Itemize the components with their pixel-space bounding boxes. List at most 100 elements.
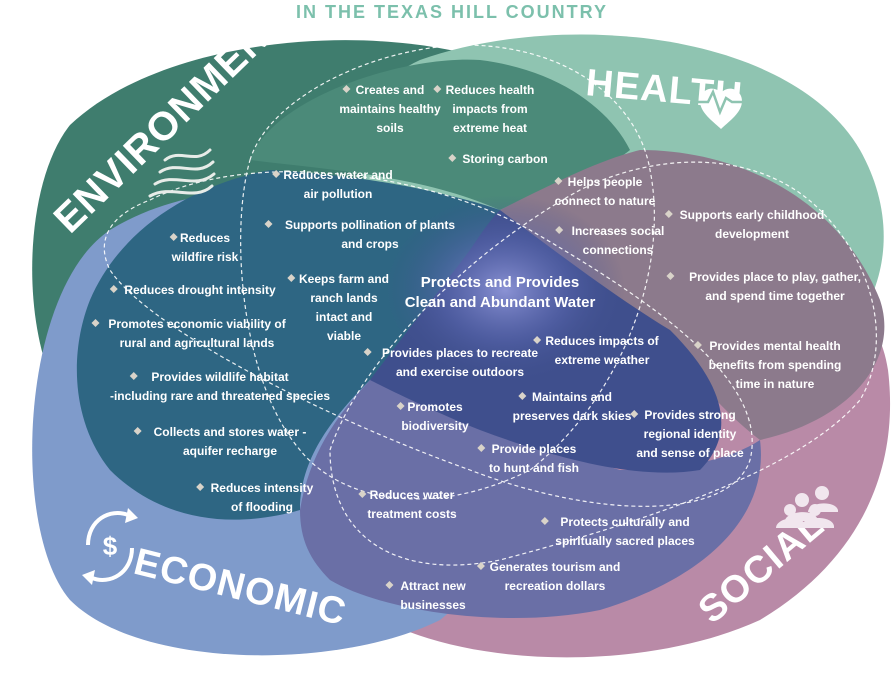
dollar-cycle-icon: $ [82,508,138,585]
benefit-line: air pollution [304,187,373,201]
benefit-line: of flooding [231,500,293,514]
benefit-line: Provides places to recreate [382,346,538,360]
benefit-line: Reduces impacts of [545,334,659,348]
benefit-item: Provide places to hunt and fish [477,442,579,475]
benefit-line: wildfire risk [171,250,239,264]
bullet-icon [385,581,394,589]
bullet-icon [129,372,138,380]
benefit-line: Promotes [407,400,463,414]
benefit-line: Reduces intensity [211,481,314,495]
benefit-line: Reduces drought intensity [124,283,276,297]
benefit-item: Storing carbon [448,152,548,166]
benefit-line: treatment costs [367,507,457,521]
benefit-line: Storing carbon [462,152,547,166]
benefit-line: impacts from [452,102,527,116]
page-subtitle: IN THE TEXAS HILL COUNTRY [296,2,608,22]
benefit-item: Provides places to recreate and exercise … [363,346,538,379]
benefit-item: Reduces impacts of extreme weather [533,334,660,367]
benefit-line: regional identity [644,427,737,441]
benefit-line: Reduces health [446,83,535,97]
benefit-line: recreation dollars [505,579,606,593]
benefit-line: Provide places [492,442,577,456]
bullet-icon [264,220,273,228]
benefit-line: Promotes economic viability of [108,317,286,331]
benefit-item: Reduces intensity of flooding [196,481,314,514]
benefit-item: Reduces health impacts from extreme heat [433,83,534,135]
center-glow [385,195,625,385]
benefit-line: Supports early childhood [680,208,825,222]
benefit-line: connections [583,243,654,257]
benefit-line: ranch lands [310,291,378,305]
bullet-icon [358,490,367,498]
bullet-icon [554,177,563,185]
benefit-line: aquifer recharge [183,444,277,458]
benefit-item: Supports pollination of plants and crops [264,218,455,251]
bullet-icon [109,285,118,293]
benefit-line: Supports pollination of plants [285,218,455,232]
bullet-icon [518,392,527,400]
benefit-line: to hunt and fish [489,461,579,475]
benefit-line: and sense of place [636,446,744,460]
benefit-line: rural and agricultural lands [120,336,275,350]
center-title-line2: Clean and Abundant Water [405,294,596,311]
benefit-item: Reduces drought intensity [109,283,276,297]
benefit-line: Helps people [568,175,643,189]
benefit-item: Provides strong regional identity and sens… [630,408,744,460]
bullet-icon [342,85,351,93]
benefit-line: spiritually sacred places [555,534,695,548]
wind-icon [148,148,216,198]
benefit-line: extreme heat [453,121,527,135]
benefit-line: intact and [316,310,373,324]
benefit-line: Creates and [356,83,425,97]
dashed-outlines [103,44,877,566]
bullet-icon [540,517,549,525]
bullet-icon [196,483,205,491]
benefit-line: biodiversity [401,419,469,433]
bullet-icon [476,562,485,570]
bullet-icon [169,233,178,241]
benefit-item: Protects culturally and spiritually sacre… [540,515,695,548]
benefit-line: viable [327,329,361,343]
benefit-line: connect to nature [555,194,656,208]
bullet-icon [433,85,442,93]
benefit-line: and spend time together [705,289,845,303]
benefit-line: Keeps farm and [299,272,389,286]
bullet-icon [396,402,405,410]
bullet-icon [666,272,675,280]
env-health-overlap [250,59,630,210]
benefit-line: soils [376,121,404,135]
svg-text:$: $ [103,531,118,561]
benefit-item: Promotes economic viability of rural and … [91,317,287,350]
bullet-icon [91,319,100,327]
benefit-line: development [715,227,789,241]
benefit-item: Provides wildlife habitat-including rare… [110,370,330,403]
health-social-overlap [500,150,885,440]
benefit-line: businesses [400,598,466,612]
benefit-line: and crops [341,237,399,251]
benefit-item: Provides place to play, gather,and spend… [666,270,861,303]
econ-social-overlap [300,370,761,619]
benefit-line: preserves dark skies [513,409,632,423]
benefit-item: Promotes biodiversity [396,400,469,433]
bullet-icon [448,154,457,162]
benefit-line: Protects culturally and [560,515,689,529]
benefit-line: -including rare and threatened species [110,389,330,403]
bullet-icon [477,444,486,452]
benefit-line: extreme weather [555,353,650,367]
benefit-line: and exercise outdoors [396,365,524,379]
bullet-icon [133,427,142,435]
benefit-item: Supports early childhood development [664,208,825,241]
benefit-line: Reduces water and [283,168,392,182]
benefit-line: Provides strong [644,408,735,422]
benefit-line: Provides mental health [709,339,840,353]
benefit-line: time in nature [736,377,815,391]
